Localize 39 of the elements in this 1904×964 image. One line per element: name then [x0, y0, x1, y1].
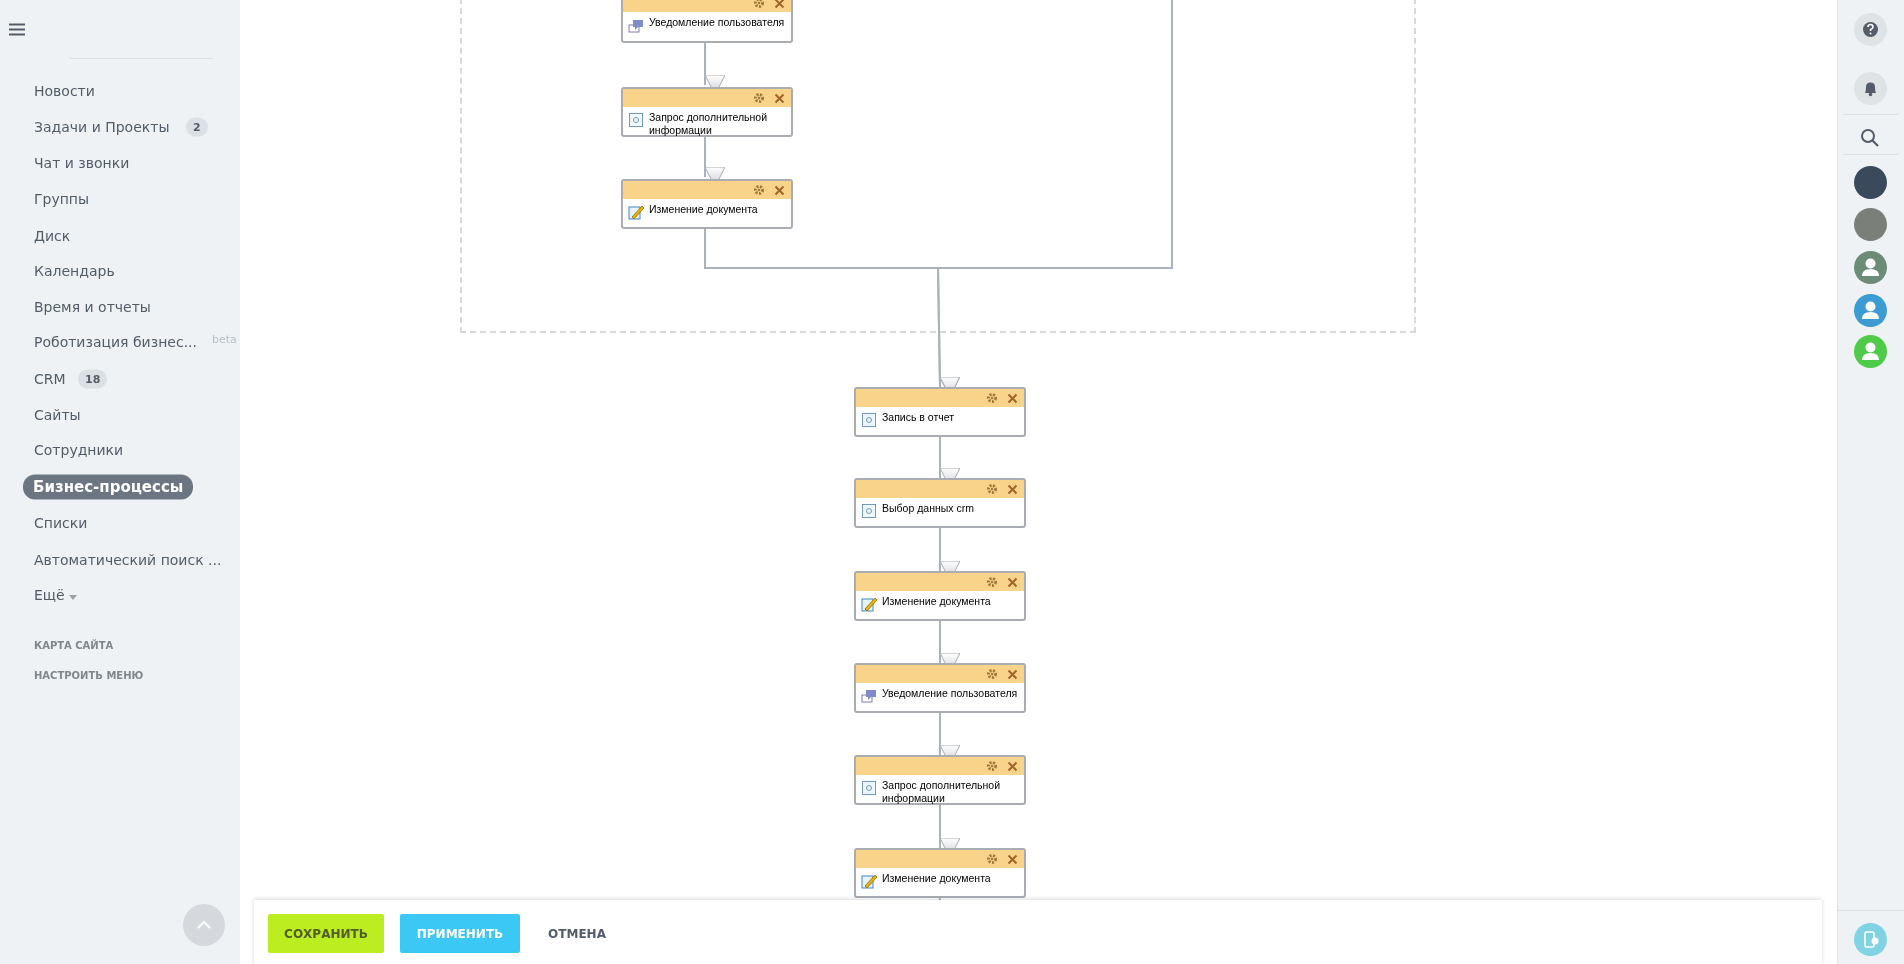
menu-item: Время и отчеты	[34, 299, 151, 315]
activity-title: Уведомление пользователя	[649, 16, 786, 29]
activity-title: Уведомление пользователя	[882, 687, 1019, 700]
activity-title: Выбор данных crm	[882, 502, 975, 515]
menu-item: Календарь	[34, 263, 115, 279]
menu-item: Сайты	[34, 407, 81, 423]
activity-block	[854, 571, 1026, 621]
activity-title: Запрос дополнительной информации	[882, 779, 1002, 805]
menu-item: Роботизация бизнес...	[34, 334, 197, 350]
activity-title: Запрос дополнительной информации	[649, 111, 769, 137]
cancel-button: ОТМЕНА	[537, 914, 617, 953]
menu-item: Ещё	[34, 587, 65, 603]
save-button: СОХРАНИТЬ	[268, 914, 384, 953]
activity-block	[621, 179, 793, 229]
menu-item: CRM	[34, 371, 66, 387]
activity-block	[621, 87, 793, 137]
menu-item: Новости	[34, 83, 95, 99]
activity-block	[854, 848, 1026, 898]
menu-item: Списки	[34, 515, 88, 531]
menu-link: КАРТА САЙТА	[34, 639, 114, 651]
group-frame	[460, 0, 1416, 333]
activity-title: Изменение документа	[882, 595, 992, 608]
menu-item: Группы	[34, 191, 90, 207]
menu-item: Автоматический поиск ...	[34, 552, 222, 568]
menu-item: Диск	[34, 228, 71, 244]
apply-button: ПРИМЕНИТЬ	[400, 914, 520, 953]
activity-block	[621, 0, 793, 43]
menu-item: Сотрудники	[34, 442, 124, 458]
activity-title: Изменение документа	[882, 872, 992, 885]
activity-block	[854, 387, 1026, 437]
menu-item: Задачи и Проекты	[34, 119, 170, 135]
activity-block	[854, 755, 1026, 805]
activity-block	[854, 478, 1026, 528]
menu-item-active: Бизнес-процессы	[23, 474, 194, 500]
activity-title: Запись в отчет	[882, 411, 956, 424]
menu-item: Чат и звонки	[34, 155, 130, 171]
activity-block	[854, 663, 1026, 713]
menu-link: НАСТРОИТЬ МЕНЮ	[34, 669, 144, 681]
activity-title: Изменение документа	[649, 203, 759, 216]
